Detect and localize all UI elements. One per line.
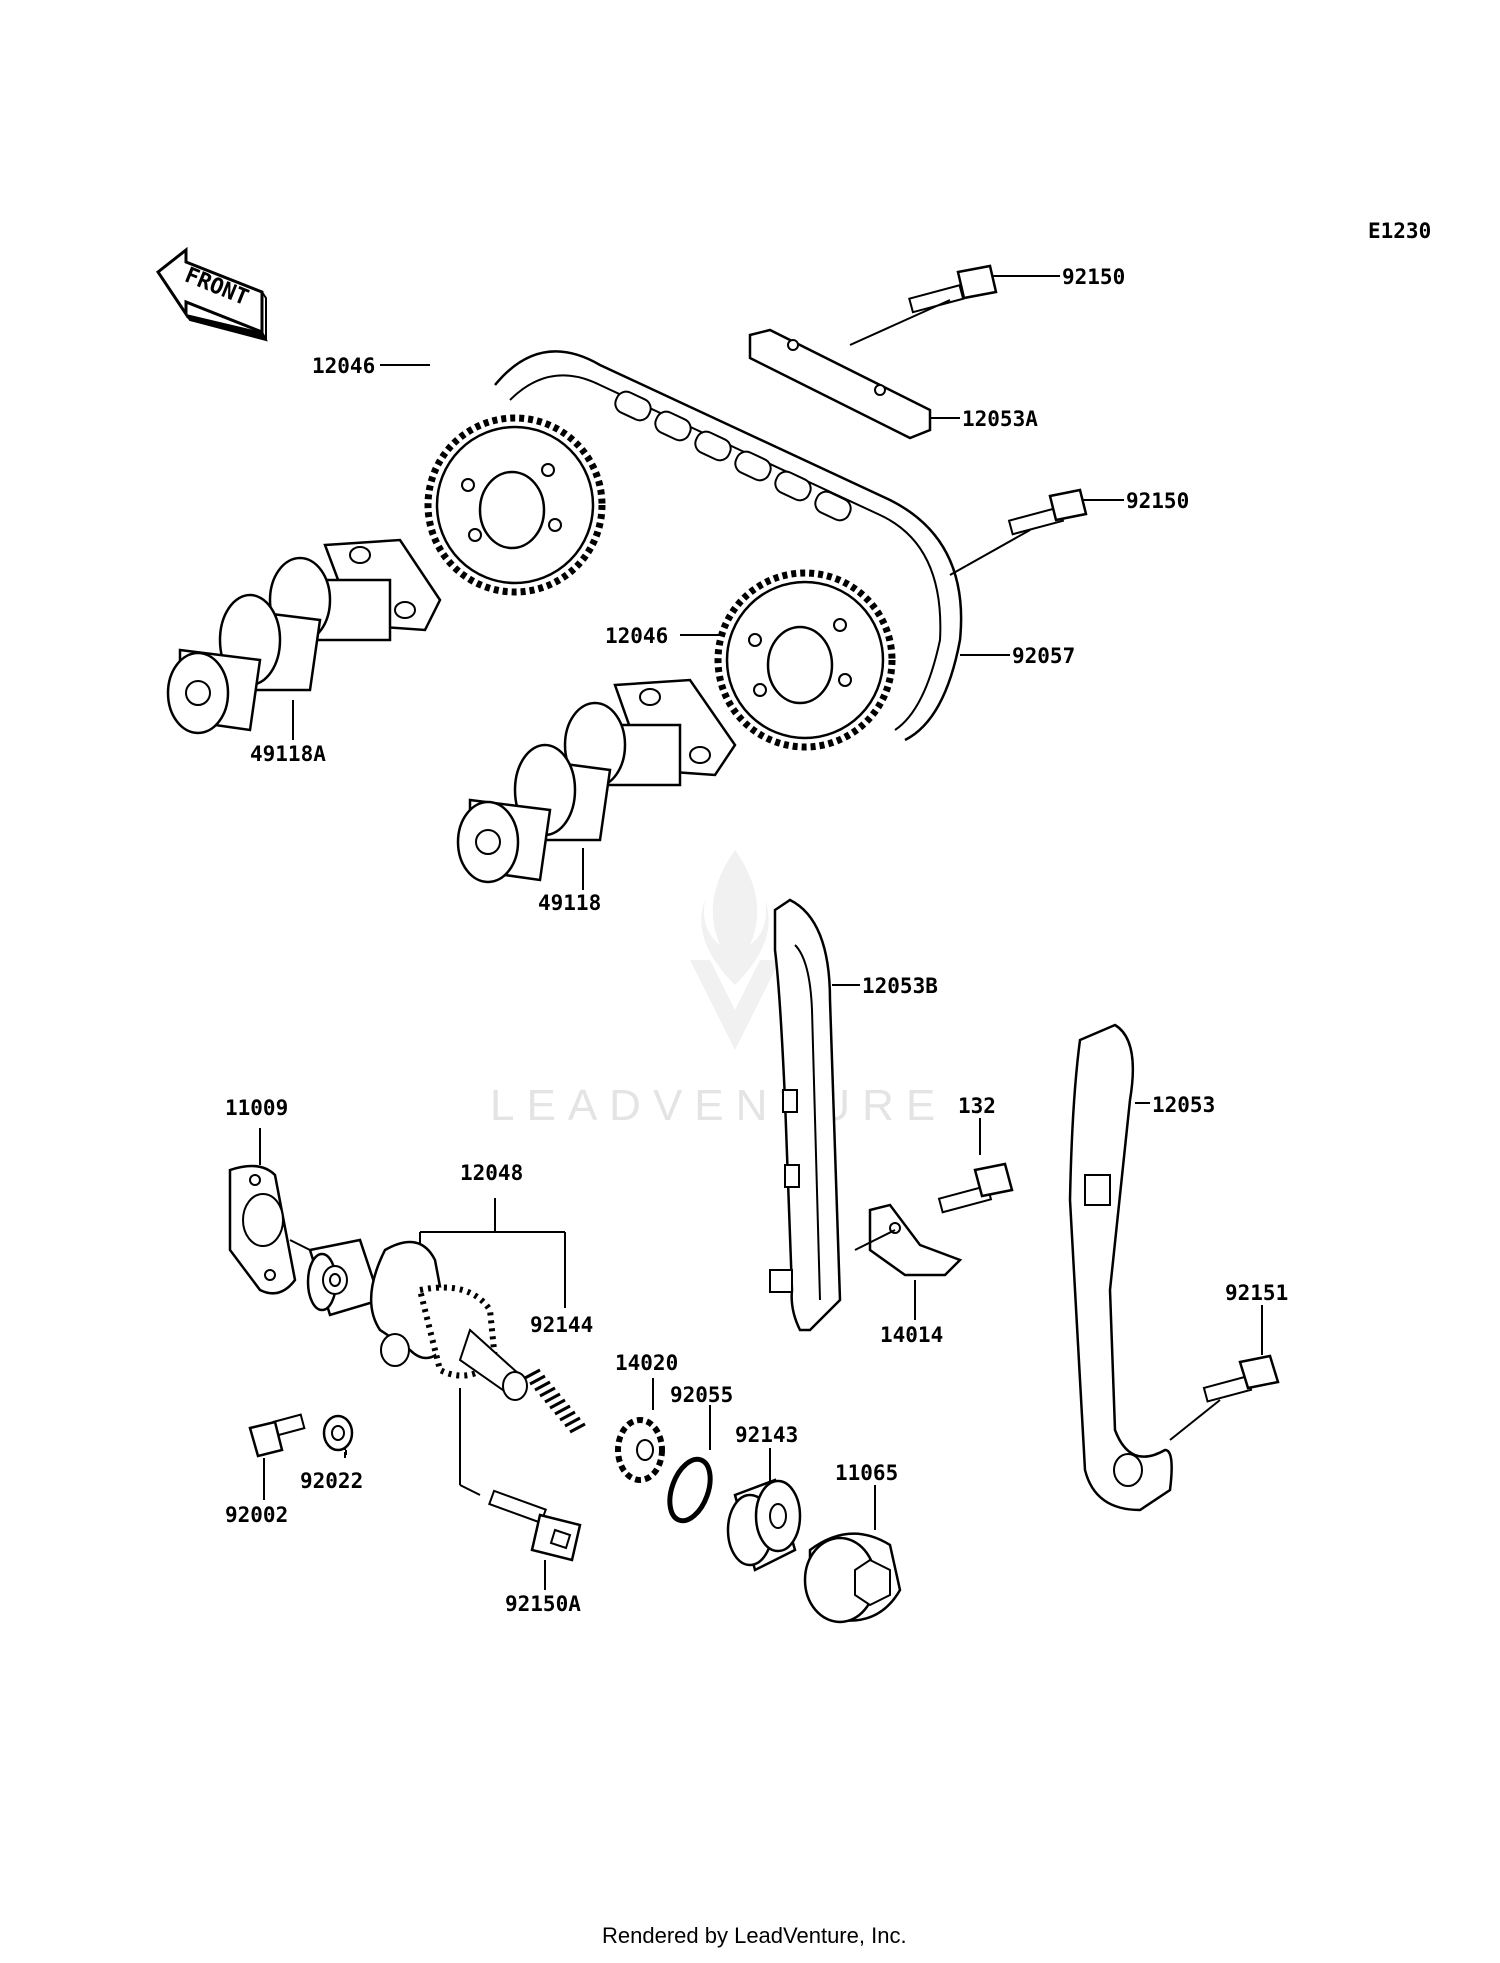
label-92057: 92057 (1012, 644, 1075, 668)
front-arrow-icon: FRONT (155, 246, 268, 342)
bolt-92150-mid (949, 488, 1124, 576)
bolt-92150-top (849, 264, 1060, 346)
label-12053B: 12053B (862, 974, 938, 998)
label-14020: 14020 (615, 1351, 678, 1375)
guide-12053 (1068, 1023, 1173, 1512)
label-12053A: 12053A (962, 407, 1038, 431)
label-11065: 11065 (835, 1461, 898, 1485)
camshaft-49118 (456, 678, 737, 890)
label-49118: 49118 (538, 891, 601, 915)
label-92143: 92143 (735, 1423, 798, 1447)
leadventure-watermark-logo (690, 850, 780, 1050)
label-92151: 92151 (1225, 1281, 1288, 1305)
plate-14014 (854, 1203, 963, 1320)
label-92150-top: 92150 (1062, 265, 1125, 289)
stopper-14020 (615, 1378, 665, 1483)
label-92150-mid: 92150 (1126, 489, 1189, 513)
cap-11065 (803, 1485, 902, 1624)
bolt-92150A (488, 1489, 582, 1590)
bolt-92151 (1169, 1305, 1280, 1441)
sprocket-12046-right (680, 569, 896, 751)
gasket-11009 (228, 1128, 331, 1295)
label-11009: 11009 (225, 1096, 288, 1120)
watermark-text: LEADVENTURE (490, 1081, 947, 1130)
guide-12053A (748, 328, 960, 440)
label-132: 132 (958, 1094, 996, 1118)
diagram-code: E1230 (1368, 219, 1431, 243)
guide-12053B (769, 898, 860, 1332)
camshaft-49118A (166, 538, 442, 740)
label-12046-right: 12046 (605, 624, 668, 648)
label-49118A: 49118A (250, 742, 326, 766)
label-92002: 92002 (225, 1503, 288, 1527)
bolt-92002 (248, 1413, 306, 1500)
label-14014: 14014 (880, 1323, 943, 1347)
label-92144: 92144 (530, 1313, 593, 1337)
washer-92022 (322, 1265, 354, 1458)
label-12046-left: 12046 (312, 354, 375, 378)
footer-text: Rendered by LeadVenture, Inc. (602, 1923, 907, 1948)
label-92150A: 92150A (505, 1592, 581, 1616)
collar-92143 (726, 1448, 802, 1572)
label-12048: 12048 (460, 1161, 523, 1185)
oring-92055 (667, 1405, 713, 1524)
spring-92144 (524, 1368, 586, 1434)
label-92055: 92055 (670, 1383, 733, 1407)
label-92022: 92022 (300, 1469, 363, 1493)
label-12053: 12053 (1152, 1093, 1215, 1117)
sprocket-12046-left (380, 364, 606, 596)
bolt-132 (937, 1118, 1014, 1214)
